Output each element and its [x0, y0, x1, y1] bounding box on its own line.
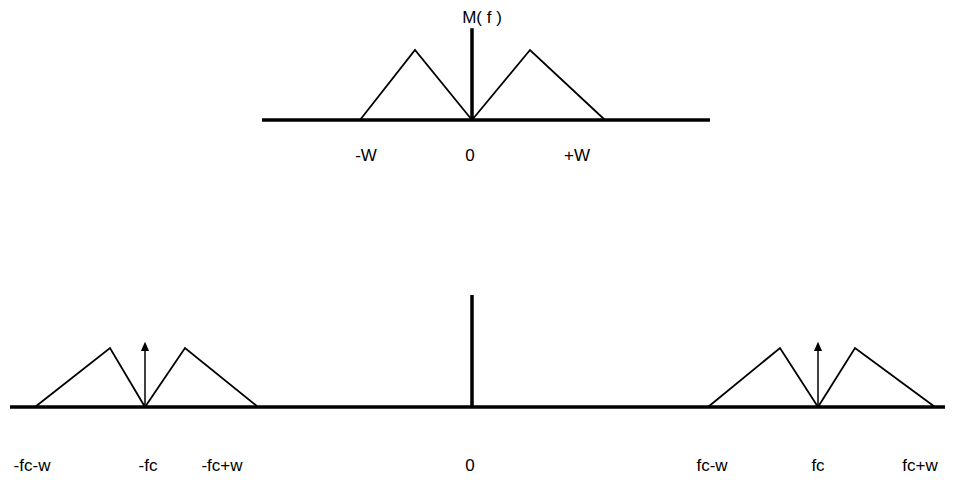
axis-tick-label: -fc-w — [12, 456, 53, 476]
frequency-axis — [262, 118, 710, 122]
amplitude-axis — [470, 295, 474, 407]
axis-tick-label: -fc+w — [199, 456, 244, 476]
amplitude-axis — [470, 14, 474, 120]
axis-tick-label: fc+w — [900, 456, 939, 476]
carrier-impulse — [817, 346, 819, 407]
sideband-triangle — [708, 348, 818, 407]
axis-tick-label: 0 — [463, 146, 476, 166]
spectrum-title: M( f ) — [460, 8, 504, 28]
axis-tick-label: fc — [809, 456, 826, 476]
axis-tick-label: fc-w — [694, 456, 729, 476]
axis-tick-label: -fc — [137, 456, 160, 476]
frequency-axis — [10, 405, 945, 409]
axis-tick-label: -W — [353, 146, 379, 166]
sideband-triangle — [35, 348, 145, 407]
spectrum-triangle — [360, 50, 472, 120]
sideband-triangle — [145, 348, 258, 407]
spectrum-triangle — [472, 50, 605, 120]
sideband-triangle — [818, 348, 935, 407]
axis-tick-label: 0 — [463, 456, 476, 476]
axis-tick-label: +W — [562, 146, 592, 166]
carrier-impulse — [144, 346, 146, 407]
